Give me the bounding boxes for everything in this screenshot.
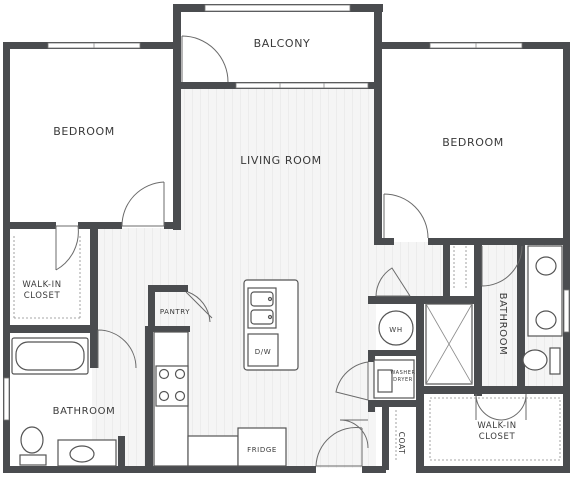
label-dryer: DRYER bbox=[393, 377, 413, 383]
living-floor bbox=[180, 88, 376, 468]
door-closet-right bbox=[475, 393, 527, 421]
door-laundry bbox=[335, 361, 369, 401]
label-pantry: PANTRY bbox=[160, 308, 190, 316]
door-bath-left bbox=[97, 329, 137, 369]
window-living bbox=[235, 82, 369, 89]
door-bath-right bbox=[481, 245, 523, 287]
room-labels: BALCONY BEDROOM BEDROOM LIVING ROOM WALK… bbox=[22, 37, 516, 454]
toilet-left bbox=[20, 426, 44, 454]
fridge bbox=[237, 427, 287, 467]
label-dw: D/W bbox=[255, 348, 271, 356]
label-living-room: LIVING ROOM bbox=[240, 154, 321, 167]
door-left-bedroom bbox=[121, 181, 165, 227]
label-balcony: BALCONY bbox=[254, 37, 311, 50]
label-wh: WH bbox=[389, 326, 402, 334]
dishwasher bbox=[247, 333, 279, 367]
windows bbox=[3, 4, 570, 421]
water-heater bbox=[378, 310, 414, 346]
window-right-side bbox=[563, 289, 570, 333]
doors bbox=[55, 35, 527, 467]
label-bathroom-left: BATHROOM bbox=[53, 406, 116, 417]
door-left-closet bbox=[55, 225, 79, 271]
window-balcony bbox=[204, 4, 351, 12]
door-right-bedroom bbox=[383, 193, 429, 239]
hall-floor bbox=[376, 242, 446, 302]
toilet-right bbox=[522, 349, 548, 371]
label-coat: COAT bbox=[397, 432, 406, 455]
window-bath-left bbox=[3, 377, 10, 421]
label-washer: WASHER bbox=[390, 370, 415, 376]
label-walk-in-closet-right-2: CLOSET bbox=[479, 432, 516, 442]
door-coat bbox=[339, 419, 369, 449]
label-walk-in-closet-right-1: WALK-IN bbox=[477, 421, 516, 431]
door-entry bbox=[315, 427, 363, 467]
label-fridge: FRIDGE bbox=[247, 446, 277, 454]
label-bedroom-left: BEDROOM bbox=[53, 125, 115, 138]
door-wh bbox=[375, 267, 411, 297]
door-balcony bbox=[181, 35, 229, 83]
door-pantry bbox=[185, 291, 213, 323]
label-walk-in-closet-left-2: CLOSET bbox=[24, 291, 61, 301]
label-walk-in-closet-left-1: WALK-IN bbox=[22, 280, 61, 290]
label-bedroom-right: BEDROOM bbox=[442, 136, 504, 149]
label-bathroom-right: BATHROOM bbox=[497, 293, 508, 356]
fixtures bbox=[11, 236, 563, 467]
